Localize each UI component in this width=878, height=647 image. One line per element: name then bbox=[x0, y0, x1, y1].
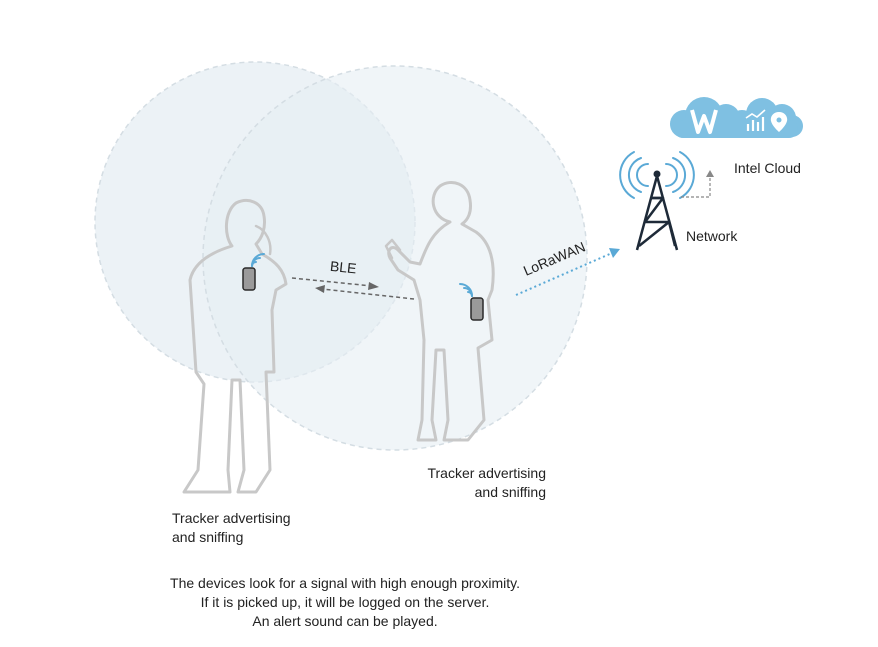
w-logo-icon bbox=[690, 109, 718, 134]
wifi-signal-icon bbox=[459, 283, 473, 297]
lorawan-arrowhead bbox=[609, 248, 620, 258]
person-left-icon bbox=[182, 199, 288, 494]
network-uplink bbox=[681, 170, 714, 198]
caption-line-3: An alert sound can be played. bbox=[252, 613, 438, 629]
tracker-device-icon bbox=[242, 267, 256, 291]
tracker-label-left-line-2: and sniffing bbox=[172, 529, 244, 545]
ble-arrowhead-right bbox=[368, 282, 379, 290]
caption-line-2: If it is picked up, it will be logged on… bbox=[200, 594, 490, 610]
tracker-label-right: Tracker advertising and sniffing bbox=[418, 464, 546, 502]
wifi-signal-icon bbox=[251, 253, 265, 267]
tracker-label-left-line-1: Tracker advertising bbox=[172, 510, 291, 526]
range-circle-right bbox=[202, 65, 588, 451]
cloud-label: Intel Cloud bbox=[734, 160, 801, 176]
location-pin-icon bbox=[770, 112, 788, 132]
person-right-icon bbox=[384, 181, 495, 442]
tracker-label-left: Tracker advertising and sniffing bbox=[172, 509, 291, 547]
tracker-label-right-line-1: Tracker advertising bbox=[427, 465, 546, 481]
ble-arrowhead-left bbox=[315, 285, 325, 293]
cell-tower-icon bbox=[619, 151, 695, 251]
caption: The devices look for a signal with high … bbox=[0, 574, 690, 631]
tracker-device-icon bbox=[470, 297, 484, 321]
network-label: Network bbox=[686, 228, 738, 244]
tracker-label-right-line-2: and sniffing bbox=[474, 484, 546, 500]
ble-arrows bbox=[291, 277, 415, 300]
chart-icon bbox=[745, 109, 766, 131]
caption-line-1: The devices look for a signal with high … bbox=[170, 575, 520, 591]
ble-label: BLE bbox=[329, 258, 357, 277]
